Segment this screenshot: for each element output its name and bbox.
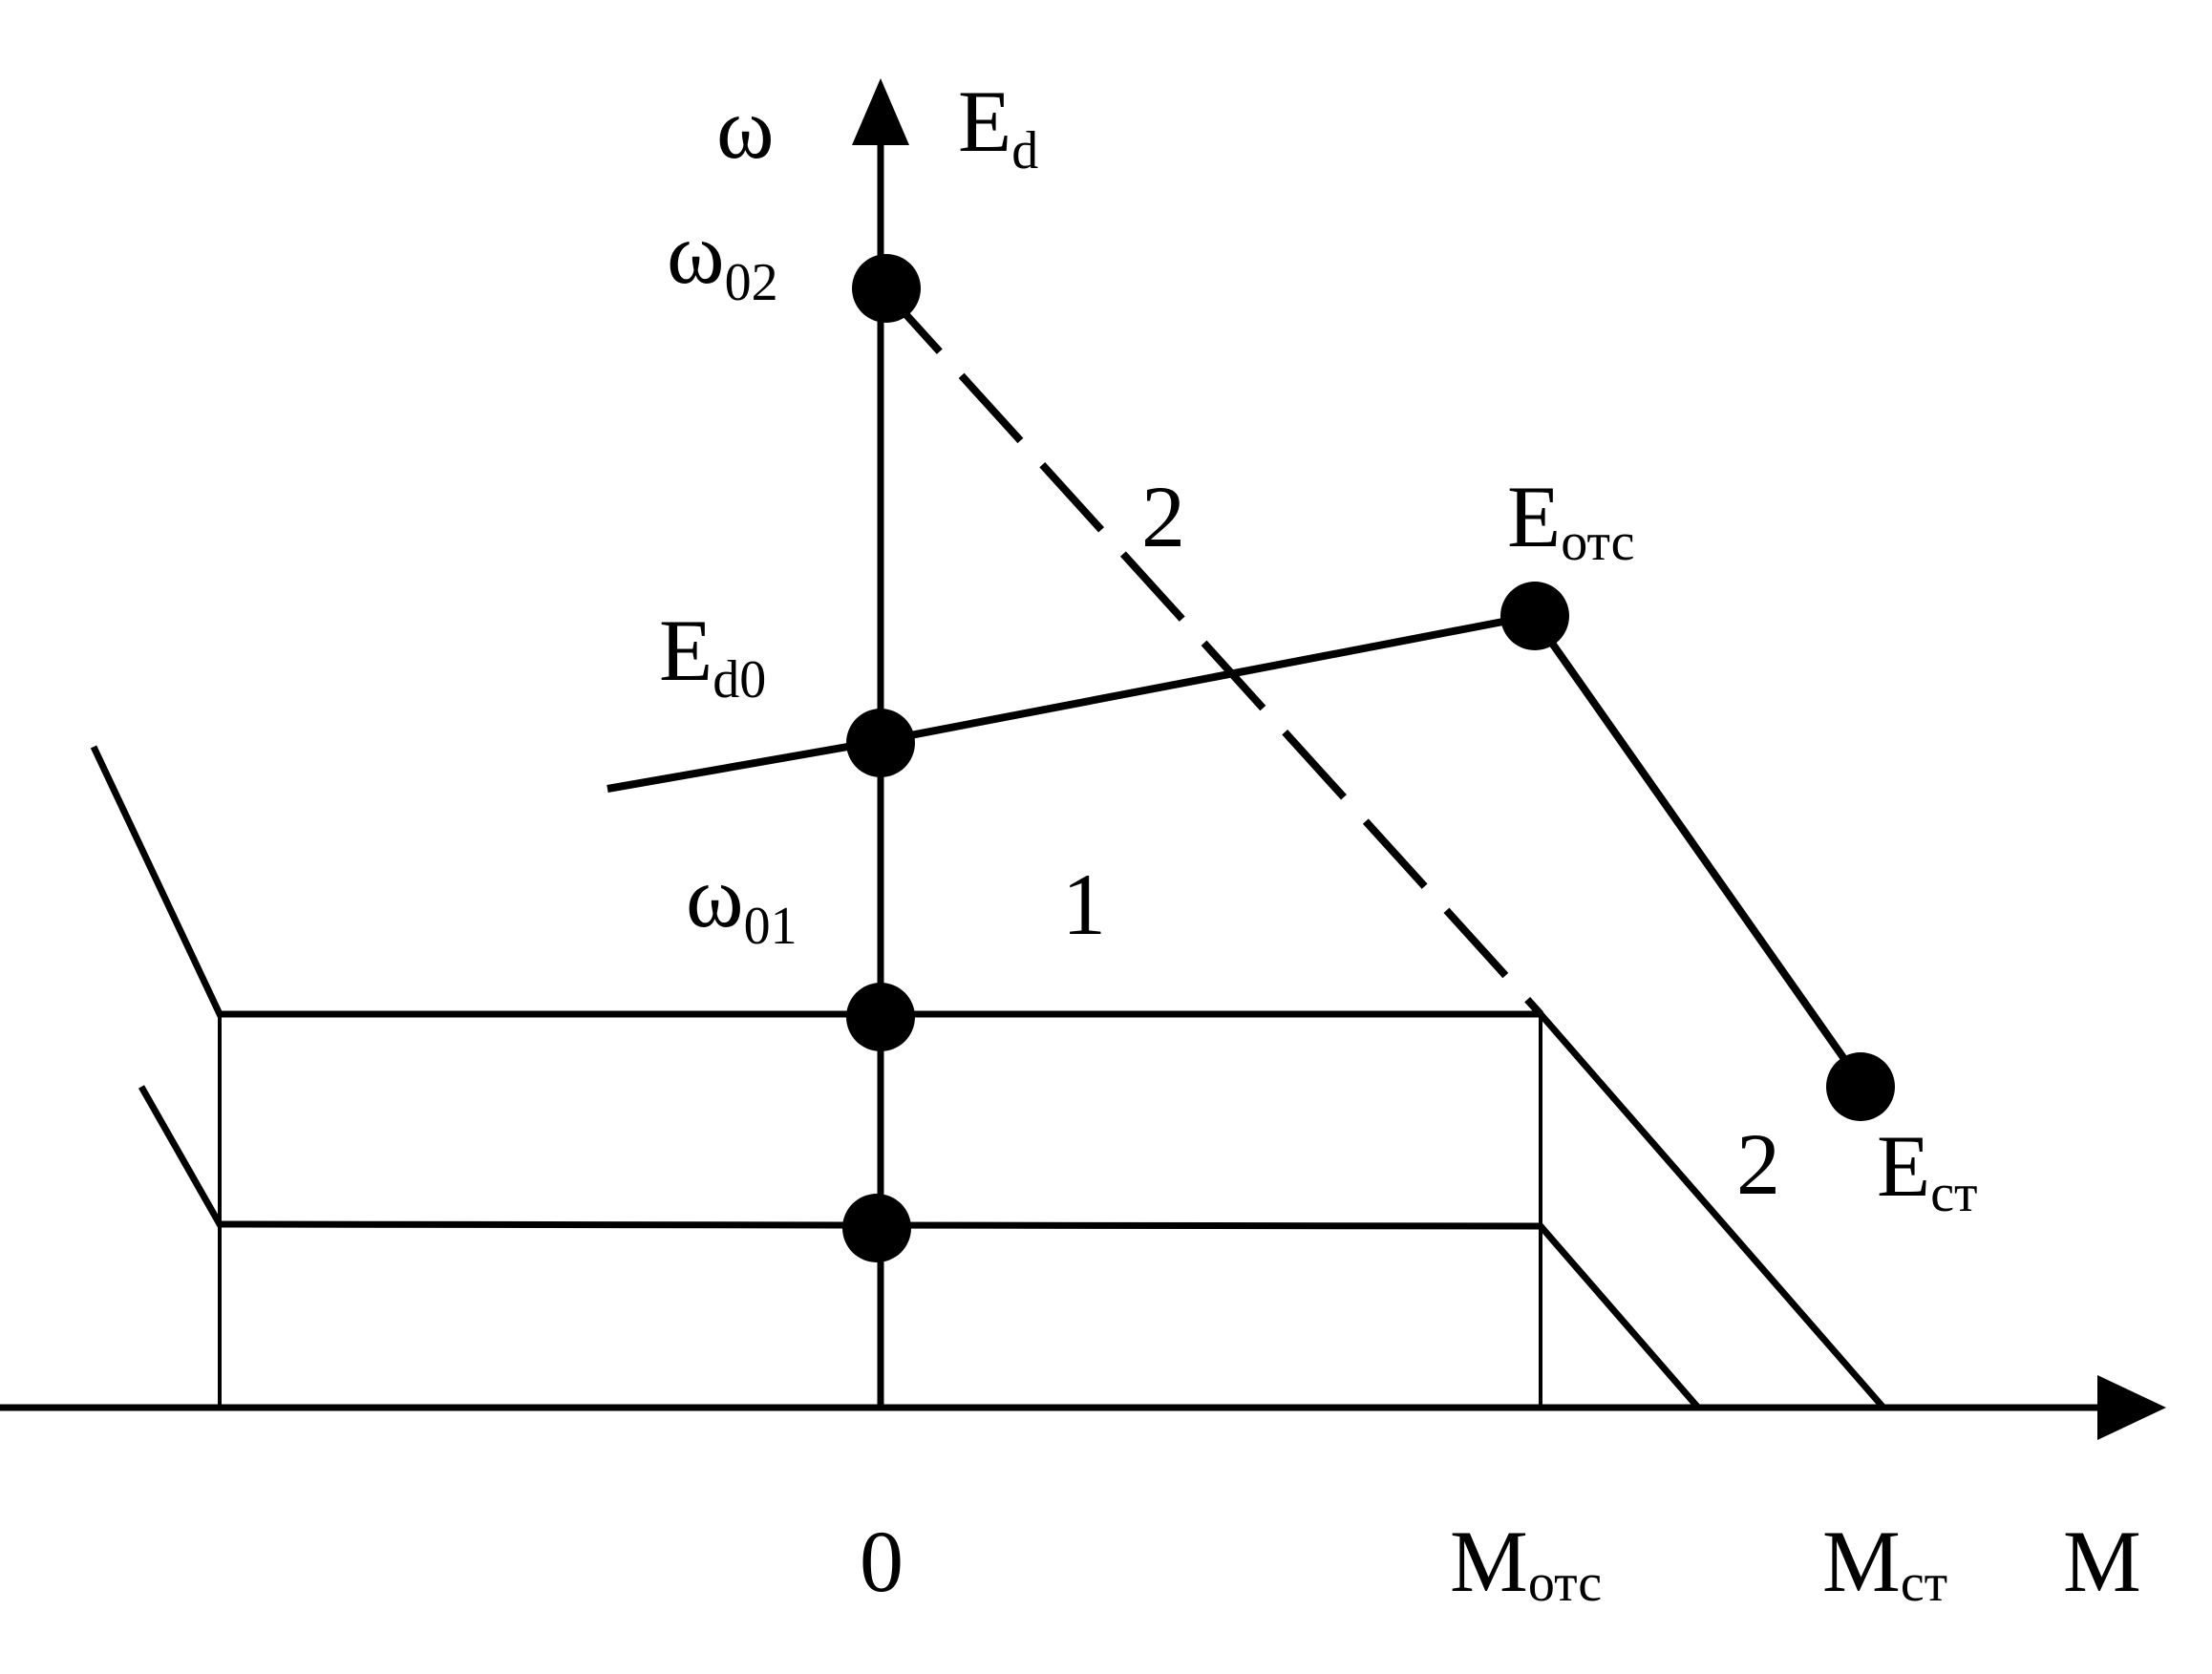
vertical-axis-arrow [852, 78, 909, 145]
horizontal-axis-arrow [2097, 1375, 2166, 1440]
curve-label-2-solid: 2 [1736, 1115, 1780, 1213]
point-eotc [1500, 582, 1569, 650]
label-eotc: Eотс [1507, 468, 1634, 572]
axis-label-ed: Ed [958, 73, 1038, 180]
label-omega02: ω02 [667, 204, 778, 312]
label-motc: Mотс [1450, 1513, 1602, 1613]
axis-label-m: M [2063, 1513, 2141, 1610]
point-ect [1826, 1052, 1895, 1121]
axis-label-omega: ω [716, 79, 775, 177]
origin-label: 0 [860, 1513, 904, 1610]
curve-label-2-dashed: 2 [1141, 468, 1185, 565]
label-omega01: ω01 [686, 848, 798, 956]
characteristic-lower [138, 1085, 1701, 1410]
point-omega02 [852, 254, 921, 323]
label-ed0: Ed0 [659, 602, 766, 710]
curve-2-dashed [878, 284, 1543, 1017]
point-omega01 [846, 983, 915, 1051]
point-ed0 [846, 709, 915, 777]
label-mct: Mст [1822, 1513, 1947, 1613]
curve-label-1: 1 [1062, 856, 1106, 953]
point-lower-axis [842, 1194, 911, 1262]
ed-characteristic [606, 611, 1866, 1088]
label-ect: Eст [1877, 1117, 1978, 1223]
